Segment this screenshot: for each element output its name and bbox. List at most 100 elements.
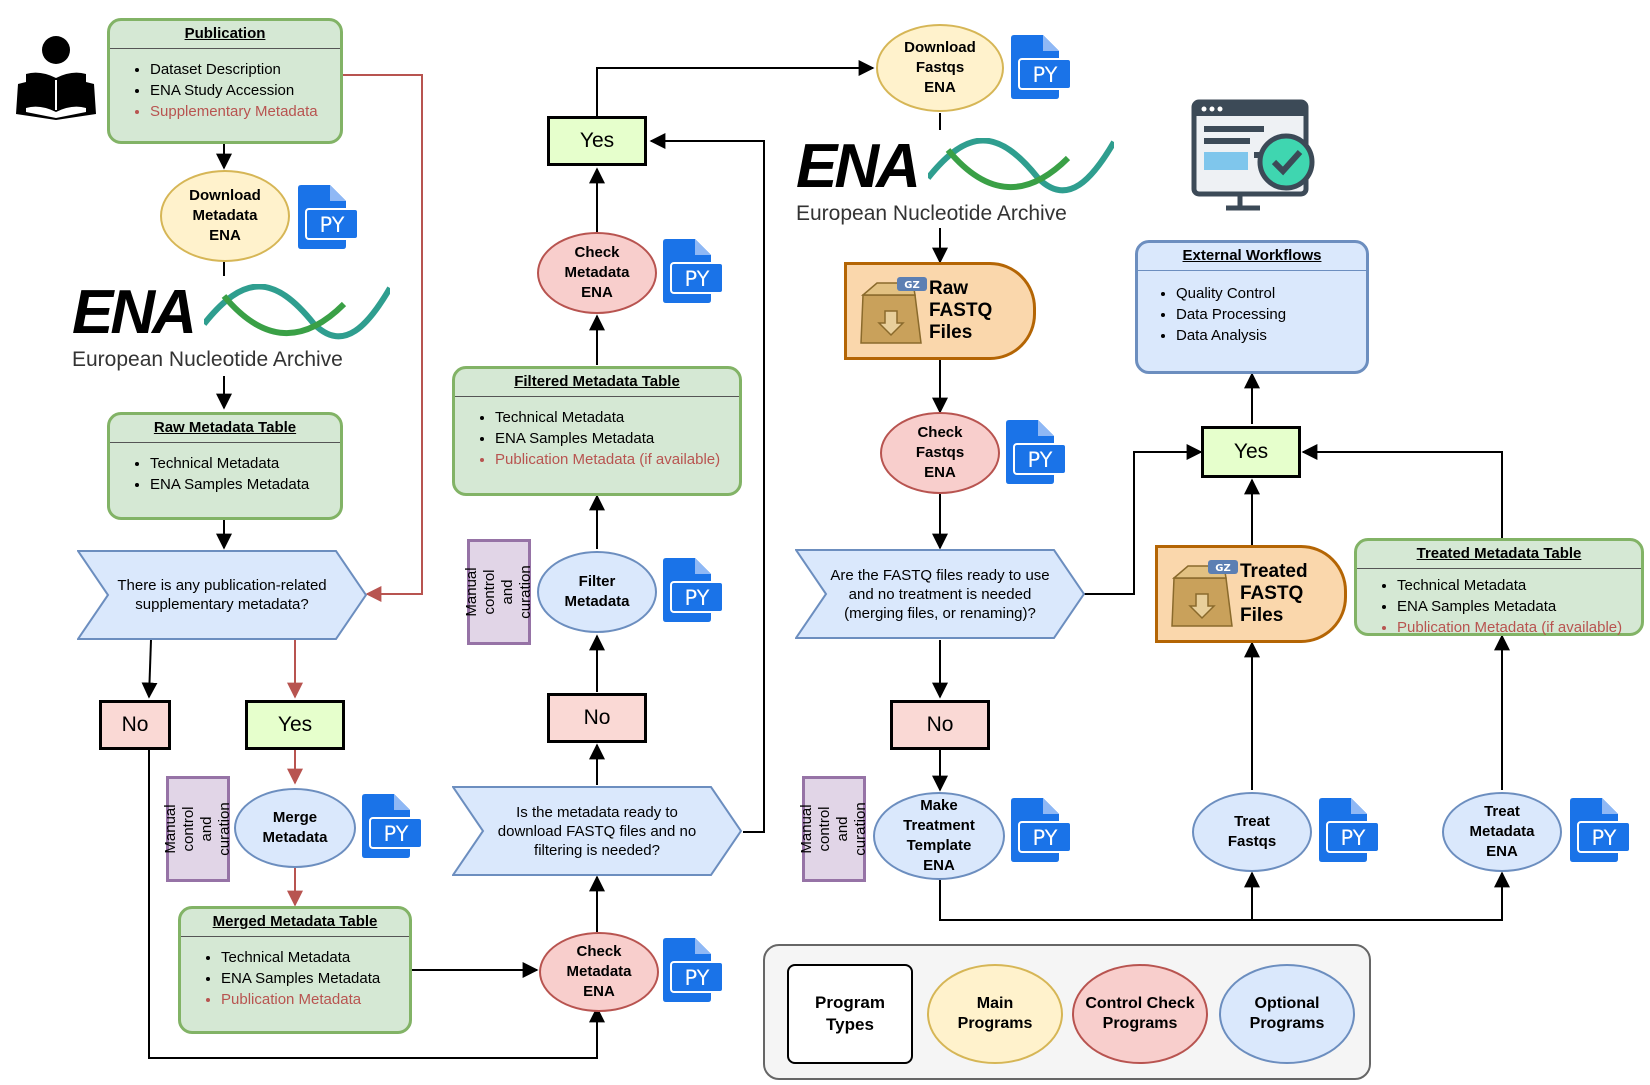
- list-item: ENA Samples Metadata: [221, 968, 409, 989]
- ena-logo-subtitle: European Nucleotide Archive: [796, 202, 1067, 225]
- decision-metadata-ready: Is the metadata ready to download FASTQ …: [452, 786, 742, 876]
- gz-badge: GZ: [1215, 563, 1230, 574]
- list-item: Supplementary Metadata: [150, 101, 340, 122]
- legend-optional-programs: Optional Programs: [1219, 964, 1355, 1064]
- legend-main-programs: Main Programs: [927, 964, 1063, 1064]
- list-item: ENA Samples Metadata: [1397, 596, 1641, 617]
- decision-fastq-ready-text: Are the FASTQ files ready to use and no …: [830, 566, 1050, 622]
- edge-table-to-yes: [1301, 444, 1503, 538]
- manual-curation-3: Manual control and curation: [798, 776, 869, 882]
- py-badge-text: PY: [1027, 448, 1052, 472]
- list-item: Dataset Description: [150, 59, 340, 80]
- legend-box: Program Types Main Programs Control Chec…: [763, 944, 1371, 1080]
- merged-metadata-table: Merged Metadata Table Technical Metadata…: [178, 906, 412, 1034]
- list-item: Data Processing: [1176, 304, 1366, 325]
- check-fastqs-ena[interactable]: Check Fastqs ENA: [880, 412, 1000, 494]
- py-badge-text: PY: [684, 586, 709, 610]
- edge-pub-supplementary: [341, 74, 423, 602]
- list-item: Publication Metadata (if available): [1397, 617, 1641, 638]
- decision-supplementary: There is any publication-related supplem…: [77, 550, 367, 640]
- py-badge-text: PY: [1591, 826, 1616, 850]
- ena-logo-subtitle: European Nucleotide Archive: [72, 348, 343, 371]
- yes-box-2: Yes: [547, 116, 647, 166]
- ena-dna-helix-icon: [928, 138, 1114, 194]
- make-treatment-template-ena[interactable]: Make Treatment Template ENA: [873, 792, 1005, 880]
- ena-logo: ENA European Nucleotide Archive: [796, 136, 1116, 230]
- treat-metadata-ena[interactable]: Treat Metadata ENA: [1442, 792, 1562, 872]
- no-box-2: No: [547, 693, 647, 743]
- python-file-icon: PY: [661, 937, 724, 1003]
- decision-shape: [77, 550, 367, 640]
- edge-decision3-to-yes: [1083, 444, 1203, 595]
- manual-curation-label: Manual control and curation: [463, 565, 534, 619]
- download-fastqs-ena[interactable]: Download Fastqs ENA: [876, 24, 1004, 112]
- no-box-1: No: [99, 700, 171, 750]
- check-metadata-ena-top[interactable]: Check Metadata ENA: [537, 232, 657, 314]
- edge-decision-to-no: [141, 639, 158, 699]
- list-item: Technical Metadata: [1397, 575, 1641, 596]
- edge-decision2-to-yes: [649, 133, 765, 833]
- filtered-metadata-table: Filtered Metadata Table Technical Metada…: [452, 366, 742, 496]
- py-badge-text: PY: [684, 267, 709, 291]
- external-workflows-list: Quality Control Data Processing Data Ana…: [1138, 283, 1366, 346]
- manual-curation-label: Manual control and curation: [162, 802, 233, 856]
- treat-fastqs[interactable]: Treat Fastqs: [1192, 792, 1312, 872]
- publication-title: Publication: [110, 21, 340, 49]
- filter-metadata[interactable]: Filter Metadata: [537, 551, 657, 633]
- treated-fastq-label: Treated FASTQ Files: [1240, 561, 1308, 626]
- list-item: ENA Study Accession: [150, 80, 340, 101]
- check-metadata-ena-bottom[interactable]: Check Metadata ENA: [539, 932, 659, 1012]
- yes-box-1: Yes: [245, 700, 345, 750]
- yes-box-3: Yes: [1201, 426, 1301, 478]
- raw-metadata-title: Raw Metadata Table: [110, 415, 340, 443]
- list-item: ENA Samples Metadata: [150, 474, 340, 495]
- python-file-icon: PY: [360, 793, 423, 859]
- python-file-icon: PY: [661, 557, 724, 623]
- list-item: Publication Metadata (if available): [495, 449, 739, 470]
- merged-metadata-title: Merged Metadata Table: [181, 909, 409, 937]
- python-file-icon: PY: [1009, 797, 1072, 863]
- external-workflows-box: External Workflows Quality Control Data …: [1135, 240, 1369, 374]
- external-workflows-title: External Workflows: [1138, 243, 1366, 271]
- no-box-3: No: [890, 700, 990, 750]
- ena-dna-helix-icon: [204, 284, 390, 340]
- py-badge-text: PY: [1032, 826, 1057, 850]
- merged-metadata-list: Technical Metadata ENA Samples Metadata …: [181, 947, 409, 1010]
- manual-curation-label: Manual control and curation: [798, 802, 869, 856]
- publication-list: Dataset Description ENA Study Accession …: [110, 59, 340, 122]
- edge-no-to-check: [148, 750, 605, 1059]
- py-badge-text: PY: [1032, 63, 1057, 87]
- list-item: Data Analysis: [1176, 325, 1366, 346]
- manual-curation-2: Manual control and curation: [463, 539, 534, 645]
- gz-badge: GZ: [904, 280, 919, 291]
- gz-archive-icon: GZ: [1171, 560, 1238, 627]
- decision-supplementary-text: There is any publication-related supplem…: [117, 577, 327, 613]
- web-check-monitor-icon: [1191, 99, 1315, 211]
- python-file-icon: PY: [1317, 797, 1380, 863]
- merge-metadata[interactable]: Merge Metadata: [234, 788, 356, 868]
- decision-shape: [795, 549, 1085, 639]
- decision-metadata-ready-text: Is the metadata ready to download FASTQ …: [497, 803, 697, 859]
- treated-fastq-files: GZ Treated FASTQ Files: [1155, 545, 1347, 643]
- ena-logo-word: ENA: [796, 132, 921, 201]
- list-item: ENA Samples Metadata: [495, 428, 739, 449]
- list-item: Technical Metadata: [495, 407, 739, 428]
- py-badge-text: PY: [1340, 826, 1365, 850]
- raw-metadata-list: Technical Metadata ENA Samples Metadata: [110, 453, 340, 495]
- gz-archive-icon: GZ: [860, 277, 927, 344]
- python-file-icon: PY: [1009, 34, 1072, 100]
- legend-program-types: Program Types: [787, 964, 913, 1064]
- download-metadata-ena[interactable]: Download Metadata ENA: [160, 170, 290, 262]
- treated-metadata-list: Technical Metadata ENA Samples Metadata …: [1357, 575, 1641, 638]
- python-file-icon: PY: [661, 238, 724, 304]
- ena-logo-word: ENA: [72, 278, 197, 347]
- py-badge-text: PY: [684, 966, 709, 990]
- filtered-metadata-title: Filtered Metadata Table: [455, 369, 739, 397]
- raw-metadata-table: Raw Metadata Table Technical Metadata EN…: [107, 412, 343, 520]
- list-item: Quality Control: [1176, 283, 1366, 304]
- legend-control-check-programs: Control Check Programs: [1072, 964, 1208, 1064]
- list-item: Technical Metadata: [150, 453, 340, 474]
- py-badge-text: PY: [319, 213, 344, 237]
- list-item: Technical Metadata: [221, 947, 409, 968]
